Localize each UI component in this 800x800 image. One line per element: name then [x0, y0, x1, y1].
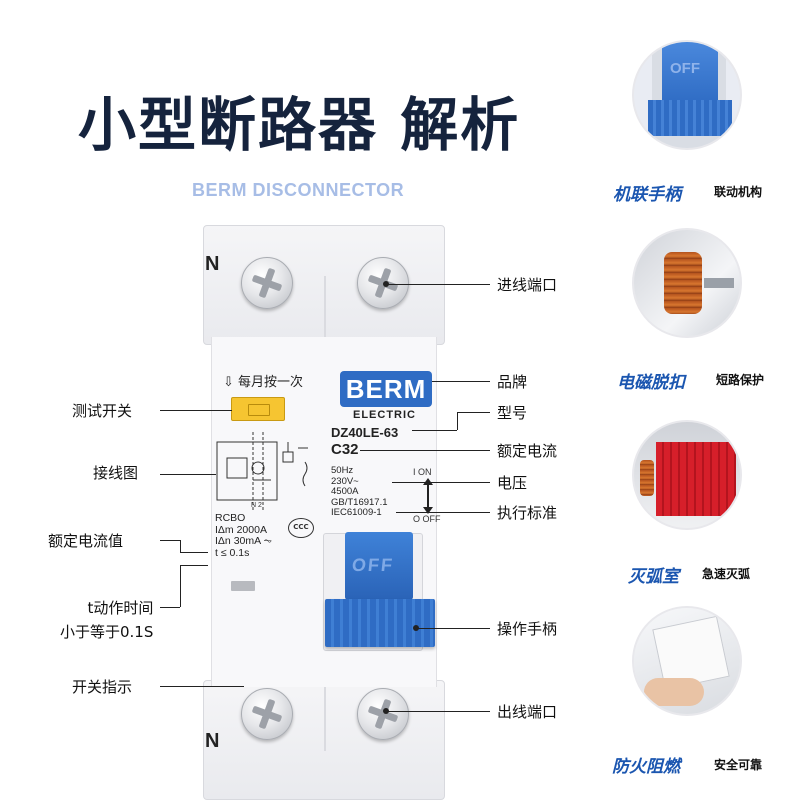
callout-line [160, 607, 180, 608]
rcbo-spec: RCBO IΔm 2000A IΔn 30mA ⏦ t ≤ 0.1s [215, 512, 273, 559]
on-label: I ON [413, 467, 432, 477]
brand-sub: ELECTRIC [353, 409, 416, 421]
callout-line [360, 450, 490, 451]
terminal-divider [324, 681, 326, 751]
callout-line [432, 381, 490, 382]
feature-desc: 急速灭弧 [702, 567, 751, 581]
callout-line [412, 430, 457, 431]
terminal-n-bottom: N [205, 730, 220, 752]
trip-time-line-1: t动作时间 [87, 599, 154, 617]
rcbo-line: IΔn 30mA ⏦ [215, 535, 273, 547]
spec-line: IEC61009-1 [331, 507, 382, 518]
trip-time-line-2: 小于等于0.1S [60, 623, 154, 641]
handle-grip[interactable] [325, 599, 435, 647]
feature-desc: 联动机构 [714, 185, 763, 199]
terminal-n-top: N [205, 253, 220, 275]
model-number: DZ40LE-63 [331, 425, 399, 440]
callout-line [457, 412, 490, 413]
callout-line [180, 565, 181, 607]
page-subtitle: BERM DISCONNECTOR [192, 180, 405, 200]
screw-icon[interactable] [241, 688, 293, 740]
switch-indicator [231, 581, 255, 591]
off-label: O OFF [413, 514, 441, 524]
spec-line: 4500A [331, 486, 359, 497]
spec-line: GB/T16917.1 [331, 496, 388, 508]
callout-line [392, 482, 490, 483]
fire-retardant-shell-photo [632, 606, 742, 716]
callout-line [416, 628, 490, 629]
terminal-divider [324, 276, 326, 346]
callout-line [180, 552, 208, 553]
test-button[interactable] [231, 397, 285, 421]
feature-title: 机联手柄 [613, 185, 681, 205]
operating-handle[interactable] [345, 532, 413, 600]
ccc-mark-icon: CCC [288, 518, 314, 538]
bottom-terminal-block [203, 680, 445, 800]
rcbo-line: t ≤ 0.1s [215, 546, 250, 559]
test-hint: ⇩ 每月按一次 [223, 375, 304, 390]
rcbo-line: RCBO [215, 512, 246, 524]
spec-line: 230V~ [331, 475, 359, 487]
callout-line [386, 284, 490, 285]
rated-current: C32 [331, 441, 359, 458]
callout-line [457, 412, 458, 430]
callout-line [180, 540, 181, 552]
linked-handle-photo: OFF [632, 40, 742, 150]
electromagnetic-coil-photo [632, 228, 742, 338]
callout-line [160, 410, 232, 411]
callout-brand: 品牌 [497, 373, 528, 391]
spec-line: 50Hz [331, 465, 354, 476]
arc-chamber-photo [632, 420, 742, 530]
callout-wiring: 接线图 [93, 464, 139, 482]
on-off-arrow-icon [423, 478, 433, 514]
callout-test: 测试开关 [72, 402, 133, 420]
feature-desc: 短路保护 [716, 373, 765, 387]
rcbo-line: IΔm 2000A [215, 523, 267, 536]
feature-desc: 安全可靠 [714, 758, 763, 772]
callout-indicator: 开关指示 [72, 678, 133, 696]
screw-icon[interactable] [357, 257, 409, 309]
handle-off-text: OFF [351, 555, 396, 575]
brand-logo: BERM [340, 371, 432, 407]
callout-rated: 额定电流 [497, 442, 558, 460]
callout-line [386, 711, 490, 712]
callout-line [160, 686, 244, 687]
feature-title: 电磁脱扣 [617, 373, 685, 393]
callout-outlet: 出线端口 [497, 703, 558, 721]
callout-line [396, 512, 490, 513]
callout-line [160, 474, 216, 475]
callout-trip-time: t动作时间 小于等于0.1S [60, 596, 153, 644]
callout-standard: 执行标准 [497, 504, 558, 522]
screw-icon[interactable] [241, 257, 293, 309]
screw-icon[interactable] [357, 688, 409, 740]
callout-rated-value: 额定电流值 [48, 532, 124, 550]
callout-inlet: 进线端口 [497, 276, 558, 294]
callout-voltage: 电压 [497, 474, 528, 492]
spec-lines: 50Hz 230V~ 4500A GB/T16917.1 IEC61009-1 [331, 465, 388, 519]
callout-line [180, 565, 208, 566]
wiring-diagram-icon: N 2 [216, 432, 308, 510]
page-title: 小型断路器 解析 [78, 91, 521, 159]
feature-title: 灭弧室 [628, 567, 679, 587]
svg-text:N 2: N 2 [251, 502, 262, 509]
callout-model: 型号 [497, 404, 528, 422]
callout-line [160, 540, 180, 541]
feature-title: 防火阻燃 [612, 757, 680, 777]
callout-handle: 操作手柄 [497, 620, 558, 638]
